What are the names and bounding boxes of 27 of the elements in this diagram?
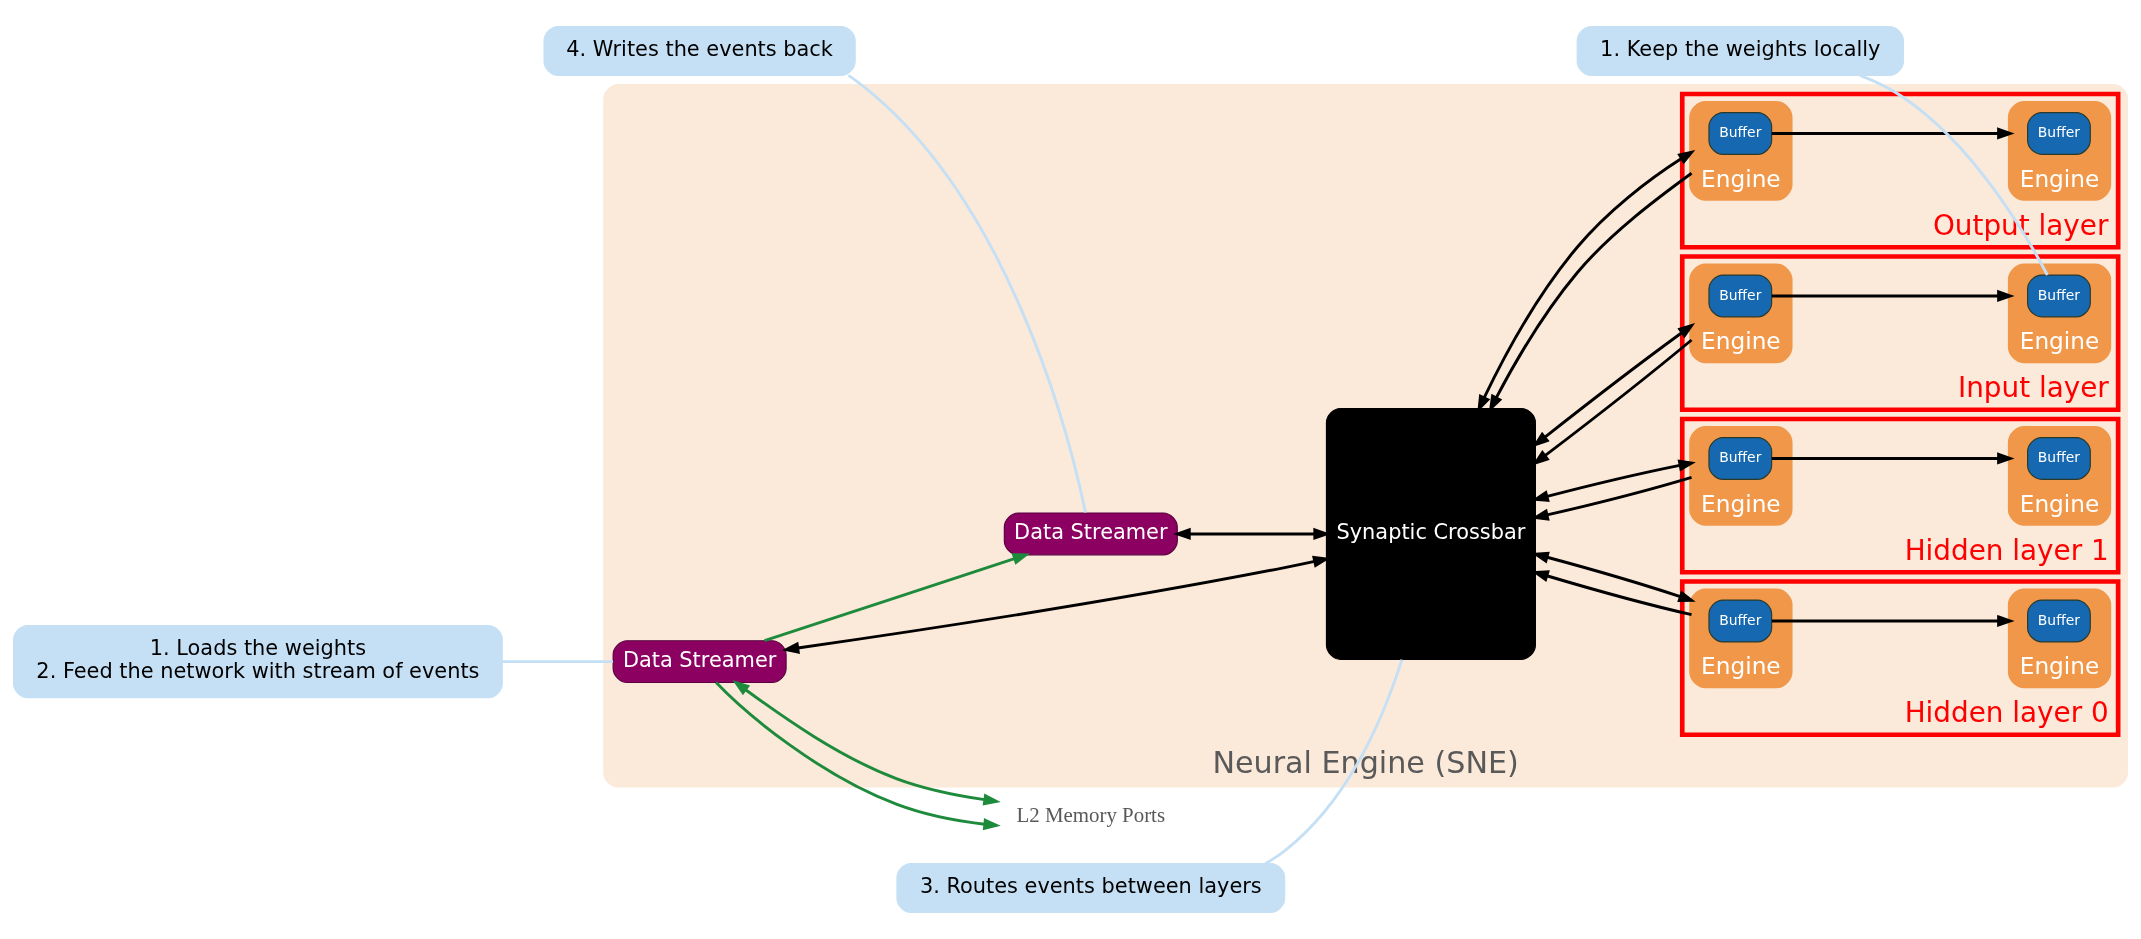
- node-box: Data Streamer: [612, 640, 787, 684]
- node-box: 1. Loads the weights 2. Feed the network with stream of events: [13, 625, 503, 699]
- connector: [502, 660, 613, 664]
- node-box: 4. Writes the events back: [543, 26, 856, 76]
- connector: [1264, 659, 1404, 865]
- arrow: [1771, 127, 2015, 140]
- node-box: Synaptic Crossbar: [1325, 408, 1536, 660]
- connector: [847, 74, 1087, 513]
- node-box: Buffer: [1708, 599, 1773, 643]
- arrow: [1771, 289, 2015, 303]
- node-box: Buffer: [1708, 111, 1773, 155]
- node-box: Buffer: [2027, 274, 2091, 318]
- arrow: [1771, 614, 2015, 628]
- node-box: Buffer: [2027, 111, 2091, 155]
- node-box: Buffer: [1708, 437, 1773, 480]
- node-box: Buffer: [2027, 599, 2091, 643]
- node-box: Data Streamer: [1003, 512, 1178, 556]
- arrow: [764, 553, 1030, 643]
- node-box: Buffer: [2027, 437, 2091, 480]
- node-text: L2 Memory Ports: [1016, 803, 1166, 828]
- arrow: [1771, 452, 2015, 465]
- node-box: 1. Keep the weights locally: [1576, 26, 1904, 76]
- node-box: 3. Routes events between layers: [896, 863, 1286, 913]
- arrow: [715, 681, 1001, 831]
- arrow: [732, 680, 1001, 806]
- node-box: Buffer: [1708, 274, 1773, 318]
- connector: [1859, 74, 2049, 276]
